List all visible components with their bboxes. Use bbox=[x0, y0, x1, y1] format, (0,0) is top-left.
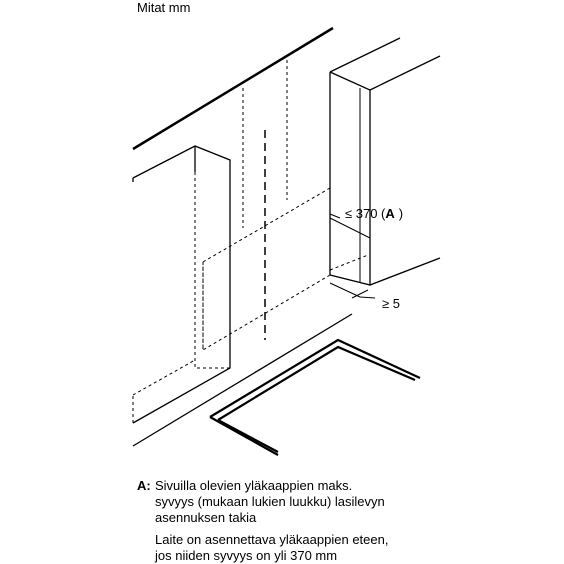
right-cabinet bbox=[329, 37, 441, 286]
note-a-line: syvyys (mukaan lukien luukku) lasilevyn bbox=[155, 494, 385, 509]
note-a-line: Sivuilla olevien yläkaappien maks. bbox=[155, 478, 353, 493]
gap-dimension bbox=[329, 282, 376, 299]
note-b-line: Laite on asennettava yläkaappien eteen, bbox=[155, 532, 389, 547]
left-cabinet bbox=[132, 145, 231, 424]
depth-label: ≤ 370 (A) bbox=[345, 206, 403, 221]
countertop-line bbox=[132, 313, 353, 447]
ceiling-line bbox=[132, 26, 334, 151]
depth-dimension bbox=[329, 213, 371, 239]
note-b-line: jos niiden syvyys on yli 370 mm bbox=[155, 548, 338, 563]
chimney-outline bbox=[242, 60, 288, 340]
gap-label: ≥ 5 bbox=[382, 296, 400, 311]
right-cabinet-hidden-edge bbox=[329, 254, 369, 271]
note-b-text: Laite on asennettava yläkaappien eteen, … bbox=[155, 532, 388, 564]
hood-outline bbox=[132, 172, 331, 423]
cooktop-panel bbox=[209, 338, 421, 456]
diagram-title: Mitat mm bbox=[137, 0, 191, 15]
installation-diagram: ≤ 370 (A) ≥ 5 bbox=[132, 26, 441, 456]
note-a-text: Sivuilla olevien yläkaappien maks. syvyy… bbox=[155, 478, 385, 526]
note-a-line: asennuksen takia bbox=[155, 510, 257, 525]
note-a-label: A: bbox=[137, 478, 151, 493]
